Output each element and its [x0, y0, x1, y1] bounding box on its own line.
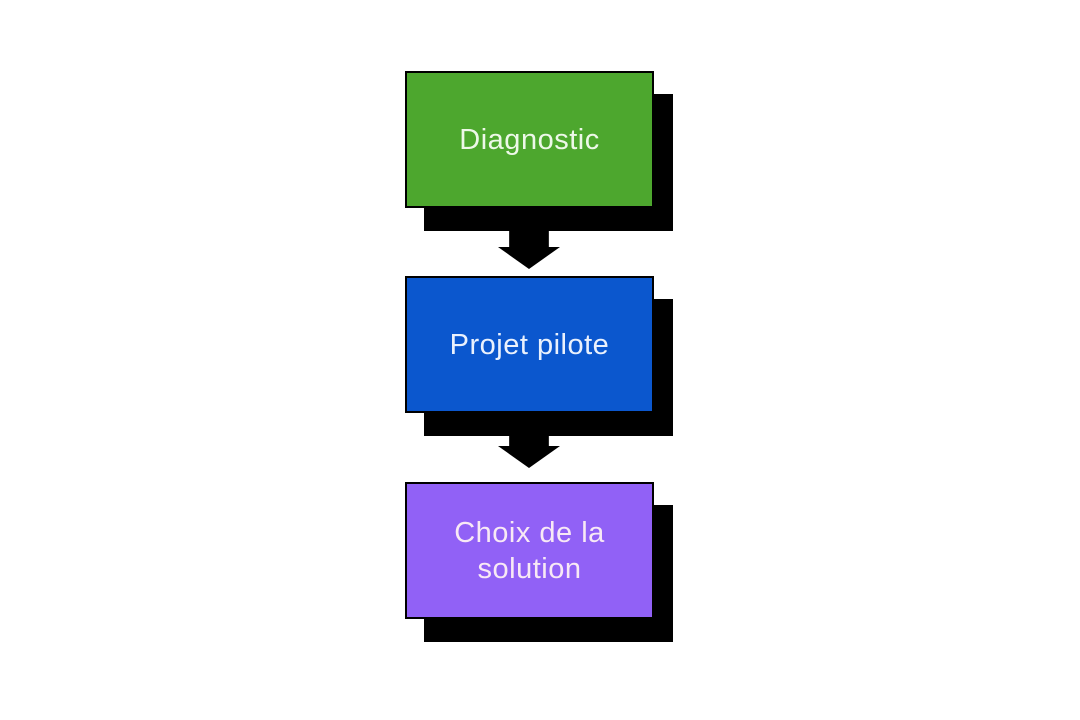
flow-step-label: Diagnostic: [459, 123, 600, 156]
down-arrow-icon: [498, 430, 560, 468]
flow-step-choix-solution: Choix de la solution: [405, 482, 654, 619]
flow-step-label: Projet pilote: [449, 328, 610, 361]
down-arrow-icon: [498, 231, 560, 269]
flow-step-diagnostic: Diagnostic: [405, 71, 654, 208]
flow-step-label: Choix de la solution: [454, 516, 605, 585]
flow-step-projet-pilote: Projet pilote: [405, 276, 654, 413]
